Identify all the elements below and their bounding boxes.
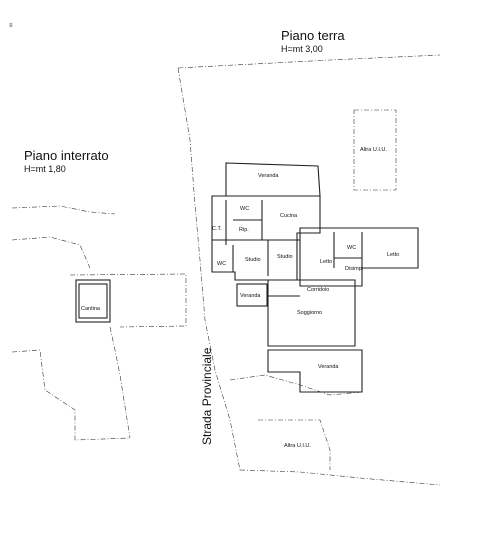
boundary-basement-lot [69, 273, 187, 328]
wall-veranda-bottom [267, 349, 363, 393]
room-corridoio: Corridoio [307, 287, 330, 293]
road-label: Strada Provinciale [200, 347, 214, 445]
wall-cantina-inner [78, 283, 108, 319]
boundary-basement-left [11, 236, 91, 269]
ground-floor-height: H=mt 3,00 [281, 44, 323, 54]
boundary-road-west [177, 67, 241, 471]
room-disimp: Disimp. [345, 266, 364, 272]
room-veranda-small: Veranda [240, 293, 261, 299]
room-altra-uiu-2: Altra U.I.U. [284, 443, 311, 449]
room-wc-3: WC [347, 245, 357, 251]
boundary-lot-south-2 [258, 419, 331, 470]
room-studio-1: Studio [245, 257, 261, 263]
wall-veranda-top [225, 162, 321, 197]
room-altra-uiu-1: Altra U.I.U. [360, 147, 387, 153]
boundary-basement-lower-2 [109, 326, 131, 439]
boundary-bottom [239, 469, 441, 486]
boundary-basement-top [11, 205, 116, 215]
wall-north-block [211, 195, 321, 281]
ground-floor-title: Piano terra [281, 28, 345, 43]
room-letto-1: Letto [320, 259, 333, 265]
room-studio-2: Studio [277, 254, 293, 260]
room-letto-2: Letto [387, 252, 400, 258]
room-soggiorno: Soggiorno [297, 310, 323, 316]
room-cantina: Cantina [81, 306, 100, 312]
room-ct: C.T. [212, 226, 222, 232]
basement-height: H=mt 1,80 [24, 164, 66, 174]
wall-cantina [75, 279, 111, 323]
room-rip: Rip. [239, 227, 249, 233]
room-cucina: Cucina [280, 213, 298, 219]
room-veranda-top: Veranda [258, 173, 279, 179]
boundary-basement-lower [11, 349, 131, 441]
basement-title: Piano interrato [24, 148, 109, 163]
wall-east-block [299, 227, 419, 287]
header-mark: ≡ [9, 23, 13, 29]
room-veranda-bottom: Veranda [318, 364, 339, 370]
wall-veranda-small [236, 283, 268, 307]
room-wc-1: WC [240, 206, 250, 212]
parcel-altra-uiu-1 [353, 109, 397, 191]
boundary-right-top [177, 54, 441, 69]
wall-central-block [267, 279, 356, 347]
room-wc-2: WC [217, 261, 227, 267]
